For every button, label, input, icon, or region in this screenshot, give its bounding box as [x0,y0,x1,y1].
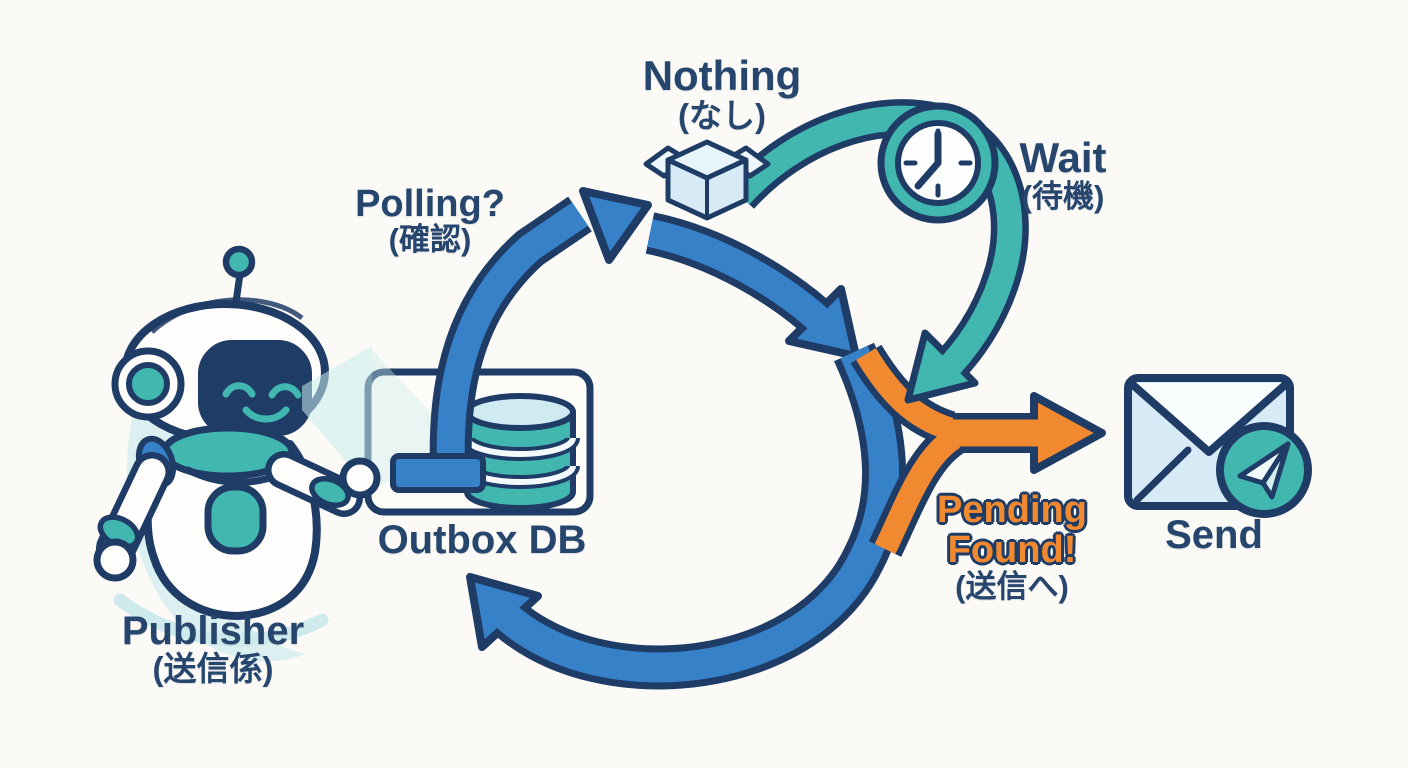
outbox-db-label: Outbox DB [377,518,587,562]
polling-label-en: Polling? [355,183,505,225]
nothing-branch-band [647,219,840,341]
plane-wing-lower [1260,441,1291,500]
nothing-label: Nothing (なし) [642,52,802,134]
envelope-flap [1129,381,1289,456]
db-top [464,393,576,431]
loop-return-arrow [466,342,906,690]
polling-arrowhead [579,187,652,264]
pending-arrowhead [1030,392,1106,474]
clock-hands [914,130,942,190]
pending-found-arrow [850,344,1106,557]
outbox-slot [390,453,486,493]
send-label-en: Send [1165,513,1263,557]
robot-cuff-right [309,476,351,508]
publisher-label: Publisher (送信係) [122,610,304,687]
loop-return-band [484,345,899,683]
envelope-flap-fill [1133,383,1285,450]
robot-eye-left [222,382,256,398]
db-ring-1 [464,437,576,457]
pending-found-line1: Pending [937,489,1087,531]
polling-arrow [429,187,652,490]
robot-helmet-seam [150,297,304,334]
send-envelope-icon [1124,374,1312,518]
nothing-label-ja: (なし) [678,96,766,134]
polling-arrow-band [436,202,588,489]
polling-label: Polling? (確認) [355,184,505,257]
pending-found-label: Pending Found! (送信へ) [937,490,1087,603]
pending-found-ja: (送信へ) [955,568,1069,604]
wait-label-en: Wait [1019,134,1107,181]
robot-smile [242,406,290,423]
nothing-branch-arrow [645,212,860,360]
vision-beam-cone [302,346,372,492]
nothing-label-en: Nothing [642,52,802,99]
empty-open-box-icon [643,139,771,221]
outbox-db-label-en: Outbox DB [377,518,587,562]
pending-found-line2: Found! [947,529,1077,572]
robot-belly [204,483,267,555]
wait-clock-icon [877,102,999,224]
robot-hand-right [339,457,381,499]
wait-label-ja: (待機) [1021,178,1105,214]
polling-label-ja: (確認) [388,222,472,258]
publisher-label-en: Publisher [121,609,305,653]
publisher-label-ja: (送信係) [152,650,274,688]
database-icon [460,393,580,511]
publisher-robot-icon [93,245,363,662]
robot-eye-right [268,383,302,399]
robot-fist-left [93,538,137,582]
robot-swoosh-bottom [113,593,329,647]
paper-plane-badge-icon [1216,422,1312,518]
robot-ear-inner [126,362,170,406]
send-label: Send [1165,513,1263,557]
robot-antenna-ball [222,245,256,279]
pending-upper-arm [856,348,954,440]
wait-label: Wait (待機) [1019,134,1107,214]
